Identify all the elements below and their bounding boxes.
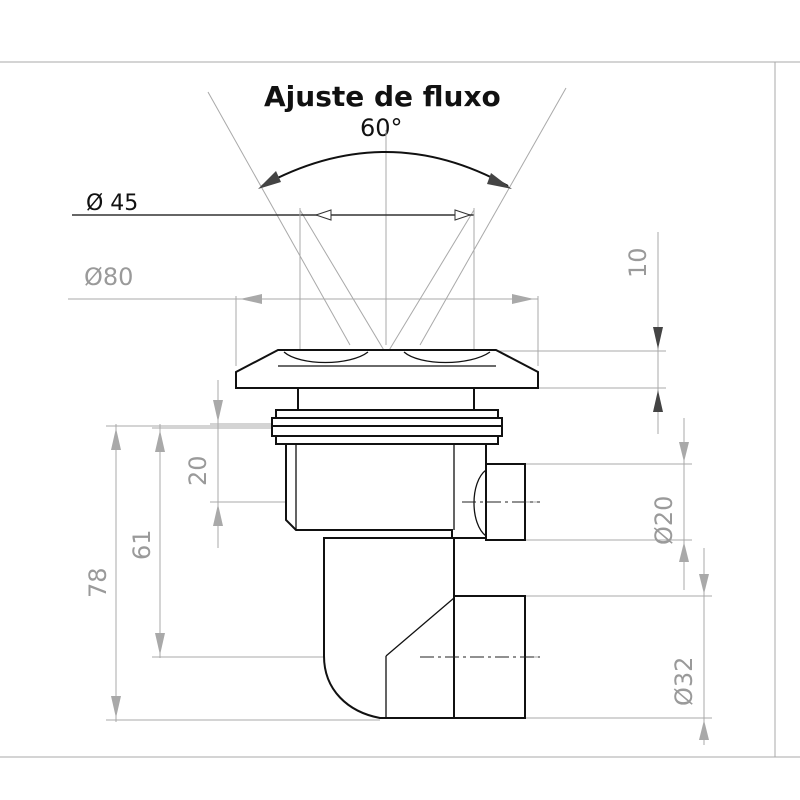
dimension-diameter-20: Ø20 (525, 418, 692, 590)
height-10-label: 10 (624, 247, 652, 278)
thread-collar (271, 409, 503, 445)
top-flange (235, 349, 539, 389)
dimension-height-78: 78 (84, 424, 380, 722)
diameter-20-label: Ø20 (650, 496, 678, 545)
height-78-label: 78 (84, 567, 112, 598)
dimension-height-10: 10 (498, 232, 666, 434)
dimension-diameter-80: Ø80 (68, 263, 539, 366)
dimension-diameter-32: Ø32 (455, 548, 712, 745)
diameter-80-label: Ø80 (84, 263, 133, 291)
elbow-pipe (323, 537, 455, 719)
main-body (285, 443, 487, 539)
angle-arc (258, 151, 512, 189)
height-61-label: 61 (128, 529, 156, 560)
drawing-title: Ajuste de fluxo (264, 80, 501, 113)
dimension-diameter-45: Ø 45 (72, 191, 475, 350)
flange-neck (297, 387, 475, 411)
angle-label: 60° (360, 114, 403, 142)
diameter-45-label: Ø 45 (86, 191, 138, 216)
height-20-label: 20 (184, 455, 212, 486)
flow-angle-lines (207, 87, 567, 353)
diameter-32-label: Ø32 (670, 657, 698, 706)
